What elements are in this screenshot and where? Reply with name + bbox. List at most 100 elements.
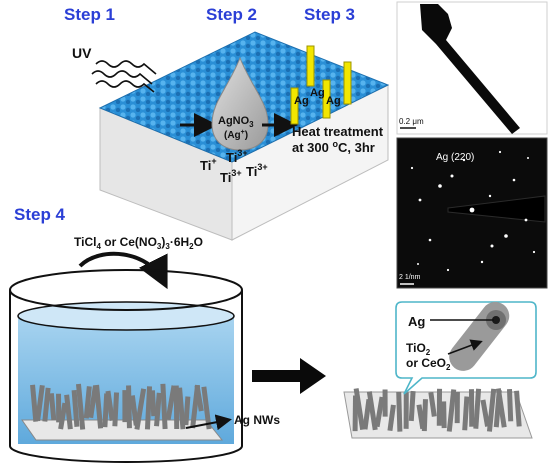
nanowire (183, 396, 191, 426)
heat-treatment-line1: Heat treatment (292, 124, 384, 139)
nanowire (35, 384, 45, 422)
nanowire (48, 393, 57, 421)
ag-rod-label: Ag (326, 95, 341, 107)
nanowire (134, 388, 147, 430)
shell-label-line2: or CeO (406, 356, 446, 370)
ag-ion-label: (Ag (224, 130, 241, 141)
svg-text:(Ag+): (Ag+) (224, 129, 248, 141)
nanowire (462, 396, 470, 431)
nanowire (436, 388, 443, 426)
nanowire (454, 392, 460, 424)
svg-text:TiCl4 or Ce(NO3)3·6H2O: TiCl4 or Ce(NO3)3·6H2O (74, 235, 203, 251)
nanowire (160, 383, 168, 430)
ag-nws-pointer (185, 414, 232, 431)
step-4-title: Step 4 (14, 205, 66, 224)
agno3-subscript: 3 (249, 120, 254, 129)
svg-text:Ti3+: Ti3+ (220, 168, 242, 185)
nanowire (514, 390, 522, 427)
nanowire (83, 386, 92, 419)
ag-rod-label: Ag (294, 95, 309, 107)
nanowire (468, 389, 475, 427)
saed-pattern: Ag (220) 2 1/nm (396, 137, 548, 289)
tem-image: 0.2 μm (396, 1, 548, 135)
nanowire (105, 390, 115, 421)
nanowire (428, 392, 437, 417)
result-arrow (252, 358, 326, 394)
heat-treatment-temp: at 300 (292, 140, 332, 155)
beaker-nanowires (30, 383, 212, 430)
nanowire (58, 402, 68, 430)
nanowire (486, 388, 497, 432)
nanowire (506, 389, 514, 422)
nanowire (374, 396, 385, 428)
nanowire (387, 404, 396, 432)
svg-text:TiO2: TiO2 (406, 341, 431, 357)
svg-text:Ti3+: Ti3+ (246, 162, 268, 179)
nanowire (64, 394, 73, 430)
uv-wave-icon (91, 60, 157, 93)
nanowire (75, 383, 86, 430)
nanowire (177, 387, 186, 430)
nanowire (71, 389, 80, 427)
svg-text:at 300 oC, 3hr: at 300 oC, 3hr (292, 139, 375, 155)
nanowire (441, 401, 447, 429)
ag-ion-superscript: + (241, 129, 245, 136)
step-3-title: Step 3 (304, 5, 355, 24)
nanowire (353, 388, 366, 431)
core-shell-callout: Ag TiO2 or CeO2 (395, 301, 537, 395)
step-2-title: Step 2 (206, 5, 257, 24)
svg-text:or CeO2: or CeO2 (406, 356, 451, 372)
nanowire (473, 388, 482, 429)
svg-text:Ti3+: Ti3+ (226, 148, 248, 165)
step-1-title: Step 1 (64, 5, 115, 24)
saed-label: Ag (220) (436, 152, 474, 163)
nanowire (382, 389, 388, 417)
nanowire (144, 386, 153, 430)
ag-rod (290, 87, 299, 125)
agno3-droplet: AgNO3 (Ag+) (211, 56, 269, 151)
svg-text:Ti+: Ti+ (200, 156, 217, 173)
nanowire (112, 392, 120, 427)
svg-text:AgNO3: AgNO3 (218, 115, 254, 129)
agno3-label: AgNO (218, 115, 250, 127)
nanowire (165, 385, 177, 421)
shell-label-line1: TiO (406, 341, 426, 355)
ti3-ions: Ti+ Ti3+ Ti3+ Ti3+ (200, 148, 268, 185)
nanowire (56, 393, 62, 423)
nanowire (396, 391, 403, 432)
uv-label: UV (72, 45, 92, 61)
nanowire (94, 384, 104, 429)
nanowire (408, 390, 416, 422)
ag-ion-close: ) (245, 130, 248, 141)
ag-rod (343, 61, 352, 105)
nanowire (194, 384, 204, 412)
ag-rod (306, 45, 315, 87)
ag-nws-label: Ag NWs (234, 413, 280, 427)
ag-rod (322, 79, 331, 119)
nanowire (480, 399, 491, 427)
cerium-nitrate-label: or Ce(NO (101, 235, 157, 249)
tem-scale-bar: 0.2 μm (399, 117, 424, 126)
nanowire (495, 388, 507, 428)
heat-degree-sup: o (332, 139, 338, 149)
pour-arrow (78, 251, 168, 290)
heat-treatment-time: C, 3hr (338, 140, 375, 155)
saed-scale-bar: 2 1/nm (399, 274, 421, 281)
nanowire (366, 391, 378, 431)
nanowire (149, 390, 157, 417)
nanowire (421, 399, 428, 432)
core-label: Ag (408, 314, 425, 329)
result-nanowires (352, 388, 522, 432)
ticl4-label: TiCl (74, 235, 96, 249)
nanowire (403, 392, 409, 429)
nanowire (42, 387, 51, 422)
ag-rods (290, 45, 352, 125)
nanowire (201, 386, 212, 430)
beaker (9, 269, 243, 463)
nanowire (126, 385, 132, 429)
nanowire (122, 390, 128, 423)
ag-rod-label: Ag (310, 87, 325, 99)
nanowire (446, 389, 457, 432)
nanowire (154, 392, 162, 427)
